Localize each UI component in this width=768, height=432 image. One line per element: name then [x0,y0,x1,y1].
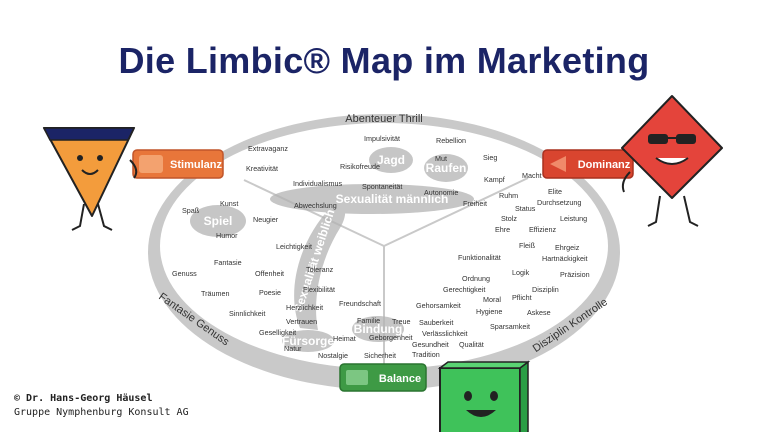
word-hartnaeckigkeit: Hartnäckigkeit [542,254,588,263]
bubble-bindung: Bindung [354,322,403,336]
word-sicherheit: Sicherheit [364,351,396,360]
word-elite: Elite [548,187,562,196]
word-verlaesslichkeit: Verlässlichkeit [422,329,468,338]
word-qualitaet: Qualität [459,340,484,349]
blob-jagd [369,147,413,173]
word-vertrauen: Vertrauen [286,317,317,326]
word-kampf: Kampf [484,175,505,184]
blob-sexualitaet-weiblich [294,203,346,330]
word-ruhm: Ruhm [499,191,518,200]
credit-author: © Dr. Hans-Georg Häusel [14,393,153,404]
blob-fuersorge [282,330,334,352]
word-ehre: Ehre [495,225,510,234]
bubble-jagd: Jagd [377,153,405,167]
word-freiheit: Freiheit [463,199,487,208]
word-hygiene: Hygiene [476,307,502,316]
credit: © Dr. Hans-Georg Häusel Gruppe Nymphenbu… [14,392,189,420]
dominanz-character [621,95,723,227]
word-humor: Humor [216,231,238,240]
word-spontaneitaet: Spontaneität [362,182,402,191]
stimulanz-character [42,127,138,231]
word-gesundheit: Gesundheit [412,340,449,349]
blob-spiel [190,205,246,237]
word-gehorsamkeit: Gehorsamkeit [416,301,461,310]
word-praezision: Präzision [560,270,590,279]
word-herzlichkeit: Herzlichkeit [286,303,323,312]
word-heimat: Heimat [333,334,356,343]
bubble-raufen: Raufen [426,161,467,175]
stimulanz-button[interactable]: Stimulanz [132,149,224,179]
word-funktionalitaet: Funktionalität [458,253,501,262]
word-sinnlichkeit: Sinnlichkeit [229,309,265,318]
word-ordnung: Ordnung [462,274,490,283]
balance-label: Balance [379,373,421,385]
word-disziplin: Disziplin [532,285,559,294]
word-status: Status [515,204,536,213]
blob-bindung [352,316,404,342]
section-dividers [243,177,529,368]
word-nostalgie: Nostalgie [318,351,348,360]
word-macht: Macht [522,171,542,180]
word-poesie: Poesie [259,288,281,297]
word-flexibilitaet: Flexibilität [303,285,335,294]
word-fantasie: Fantasie [214,258,242,267]
word-spass: Spaß [182,206,200,215]
word-durchsetzung: Durchsetzung [537,198,581,207]
ring-label-top: Abenteuer Thrill [345,113,422,125]
bubble-spiel: Spiel [204,214,233,228]
word-leichtigkeit: Leichtigkeit [276,242,312,251]
word-leistung: Leistung [560,214,587,223]
word-sparsamkeit: Sparsamkeit [490,322,530,331]
word-pflicht: Pflicht [512,293,532,302]
word-kunst: Kunst [220,199,238,208]
credit-company: Gruppe Nymphenburg Konsult AG [14,407,189,418]
word-mut: Mut [435,154,447,163]
bubble-sexualitaet-maennlich: Sexualität männlich [336,192,449,206]
page-title: Die Limbic® Map im Marketing [118,40,650,81]
dominanz-button[interactable]: Dominanz [542,149,634,179]
word-extravaganz: Extravaganz [248,144,288,153]
word-stolz: Stolz [501,214,517,223]
word-sieg: Sieg [483,153,497,162]
stimulanz-label: Stimulanz [170,159,222,171]
word-treue: Treue [392,317,411,326]
word-sauberkeit: Sauberkeit [419,318,453,327]
word-individualismus: Individualismus [293,179,343,188]
word-risikofreude: Risikofreude [340,162,380,171]
word-familie: Familie [357,316,380,325]
word-geselligkeit: Geselligkeit [259,328,296,337]
word-autonomie: Autonomie [424,188,458,197]
word-askese: Askese [527,308,551,317]
blob-sexualitaet-maennlich [270,184,474,214]
word-abwechslung: Abwechslung [294,201,337,210]
word-fleiss: Fleiß [519,241,536,250]
word-effizienz: Effizienz [529,225,556,234]
word-ehrgeiz: Ehrgeiz [555,243,580,252]
word-impulsivitaet: Impulsivität [364,134,400,143]
word-tradition: Tradition [412,350,440,359]
word-offenheit: Offenheit [255,269,284,278]
word-natur: Natur [284,344,302,353]
word-moral: Moral [483,295,501,304]
word-traeumen: Träumen [201,289,230,298]
word-logik: Logik [512,268,530,277]
word-geborgenheit: Geborgenheit [369,333,413,342]
word-cloud: Extravaganz Impulsivität Rebellion Kreat… [172,134,590,360]
word-neugier: Neugier [253,215,279,224]
dominanz-label: Dominanz [578,159,631,171]
word-freundschaft: Freundschaft [339,299,381,308]
word-kreativitaet: Kreativität [246,164,278,173]
word-rebellion: Rebellion [436,136,466,145]
balance-button[interactable]: Balance [339,363,427,392]
balance-character [437,360,531,432]
word-genuss: Genuss [172,269,197,278]
bubble-fuersorge: Fürsorge [282,334,334,348]
blob-raufen [424,154,468,182]
word-toleranz: Toleranz [306,265,334,274]
word-gerechtigkeit: Gerechtigkeit [443,285,485,294]
